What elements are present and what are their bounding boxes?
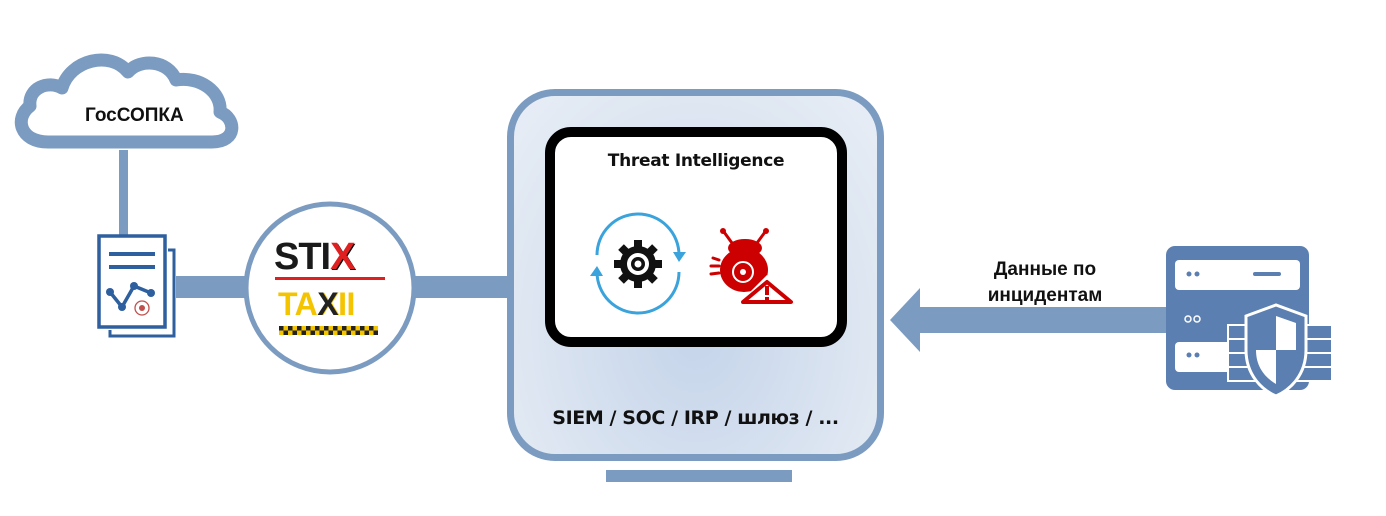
checker-square xyxy=(283,326,288,331)
checker-square xyxy=(315,326,320,331)
checker-square xyxy=(355,326,360,331)
taxii-logo: TAXII xyxy=(278,286,355,323)
cloud-to-report-line xyxy=(119,150,128,235)
checker-square xyxy=(364,326,369,331)
checker-square xyxy=(319,330,324,335)
incident-label: Данные по инцидентам xyxy=(955,257,1135,309)
stix-prefix: STI xyxy=(274,236,331,278)
checker-square xyxy=(301,326,306,331)
stix-underline xyxy=(275,277,385,280)
checker-square xyxy=(292,330,297,335)
stix-accent: X xyxy=(330,236,355,278)
checker-square xyxy=(328,330,333,335)
checker-square xyxy=(297,326,302,331)
module-title: Threat Intelligence xyxy=(607,151,785,171)
checker-square xyxy=(283,330,288,335)
threat-intelligence-module xyxy=(545,127,847,347)
checker-square xyxy=(297,330,302,335)
checker-square xyxy=(306,330,311,335)
checker-square xyxy=(369,326,374,331)
checker-square xyxy=(324,326,329,331)
checker-square xyxy=(369,330,374,335)
platform-label: SIEM / SOC / IRP / шлюз / ... xyxy=(552,407,839,429)
checker-square xyxy=(279,330,284,335)
checker-square xyxy=(288,330,293,335)
checker-square xyxy=(279,326,284,331)
checker-square xyxy=(337,330,342,335)
taxi-checker-stripe xyxy=(279,326,378,335)
checker-square xyxy=(364,330,369,335)
checker-square xyxy=(351,326,356,331)
stix-logo: STIX xyxy=(274,236,355,279)
checker-square xyxy=(373,330,378,335)
checker-square xyxy=(373,326,378,331)
checker-square xyxy=(310,330,315,335)
incident-to-platform-arrow xyxy=(890,288,1170,352)
checker-square xyxy=(333,326,338,331)
checker-square xyxy=(333,330,338,335)
checker-square xyxy=(360,326,365,331)
checker-square xyxy=(360,330,365,335)
taxii-suffix: II xyxy=(338,286,355,322)
checker-square xyxy=(315,330,320,335)
checker-square xyxy=(342,326,347,331)
incident-label-line2: инцидентам xyxy=(987,285,1103,306)
checker-square xyxy=(346,330,351,335)
taxii-prefix: TA xyxy=(278,286,318,322)
checker-square xyxy=(355,330,360,335)
report-to-protocol-line xyxy=(176,276,246,298)
checker-square xyxy=(288,326,293,331)
cloud-label: ГосСОПКА xyxy=(85,105,184,126)
taxii-accent: X xyxy=(317,286,339,322)
checker-square xyxy=(306,326,311,331)
checker-square xyxy=(292,326,297,331)
checker-square xyxy=(324,330,329,335)
checker-square xyxy=(319,326,324,331)
checker-square xyxy=(328,326,333,331)
platform-stand xyxy=(606,470,792,482)
checker-square xyxy=(301,330,306,335)
checker-square xyxy=(351,330,356,335)
incident-label-line1: Данные по xyxy=(993,259,1097,280)
checker-square xyxy=(342,330,347,335)
checker-square xyxy=(310,326,315,331)
checker-square xyxy=(346,326,351,331)
checker-square xyxy=(337,326,342,331)
